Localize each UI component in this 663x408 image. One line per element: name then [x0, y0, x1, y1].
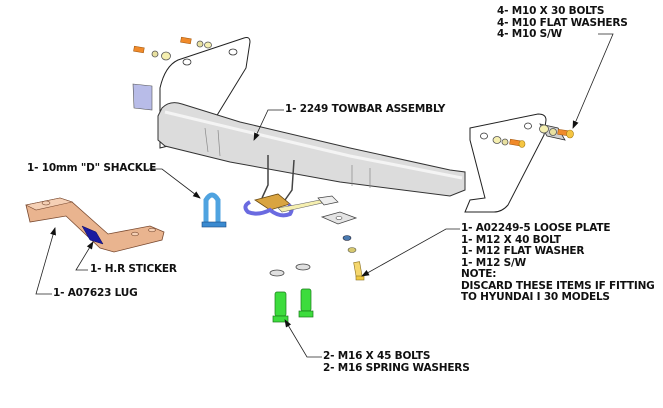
callout-line: 1- M12 FLAT WASHER — [461, 245, 585, 257]
crossbar-highlight — [164, 110, 463, 180]
callout-hr-sticker: 1- H.R STICKER — [90, 263, 177, 276]
d-shackle — [203, 192, 221, 224]
bracket-hole — [228, 48, 238, 56]
callout-line: 1- 10mm "D" SHACKLE — [27, 162, 157, 174]
callout-line: 4- M10 X 30 BOLTS — [497, 5, 605, 17]
leader-loose-plate — [361, 228, 460, 277]
callout-note-text: DISCARD THESE ITEMS IF FITTING — [461, 279, 655, 292]
m16-bolt — [300, 288, 312, 312]
m12-flat-washer — [347, 247, 357, 253]
m12-bolt-head — [355, 275, 365, 281]
lug-hole — [41, 200, 51, 206]
m10-bolt-head — [518, 140, 526, 148]
m16-spring-washer — [269, 269, 285, 277]
m10-bolt — [180, 36, 192, 45]
callout-note-label: NOTE: — [461, 268, 497, 280]
m10-spring-washer — [151, 50, 159, 58]
callout-line: 2- M16 X 45 BOLTS — [323, 350, 431, 362]
m10-spring-washer — [196, 40, 204, 48]
loose-plate-slot — [335, 216, 343, 220]
lug-hole — [131, 231, 139, 237]
leader-shackle — [149, 168, 201, 199]
m10-flat-washer — [539, 124, 549, 134]
lug-hole — [148, 227, 156, 233]
m16-bolt-head — [272, 315, 289, 323]
m10-spring-washer — [501, 138, 509, 146]
callout-m10-bolts: 4- M10 X 30 BOLTS 4- M10 FLAT WASHERS 4-… — [497, 5, 628, 41]
callout-line: 4- M10 S/W — [497, 28, 563, 40]
leader-m10-bolts — [572, 33, 614, 129]
lavender-sticker — [132, 83, 153, 111]
leader-m16-bolts — [284, 319, 322, 358]
callout-line: 1- A02249-5 LOOSE PLATE — [461, 222, 611, 234]
callout-note-text: TO HYUNDAI I 30 MODELS — [461, 291, 610, 303]
bracket-hole — [480, 132, 488, 140]
callout-line: 1- H.R STICKER — [90, 263, 177, 275]
callout-loose-plate: 1- A02249-5 LOOSE PLATE 1- M12 X 40 BOLT… — [461, 222, 655, 304]
leader-hr-sticker — [75, 241, 94, 271]
callout-line: 1- A07623 LUG — [53, 287, 138, 299]
leader-lug — [35, 227, 56, 295]
bracket-tab — [317, 195, 339, 206]
callout-shackle: 1- 10mm "D" SHACKLE — [27, 162, 157, 175]
hitch-leg — [261, 155, 269, 199]
right-mounting-bracket — [464, 113, 547, 213]
bracket-hole — [182, 58, 192, 66]
crossbar-seam — [217, 129, 221, 157]
m10-flat-washer — [204, 41, 212, 49]
crossbar-seam — [204, 127, 209, 153]
callout-towbar-assembly: 1- 2249 TOWBAR ASSEMBLY — [285, 103, 446, 116]
shackle-pin — [201, 221, 227, 228]
callout-m16-bolts: 2- M16 X 45 BOLTS 2- M16 SPRING WASHERS — [323, 350, 470, 374]
m10-spring-washer — [549, 128, 557, 136]
m10-flat-washer — [492, 136, 502, 144]
safety-chain — [243, 200, 294, 218]
callout-line: 4- M10 FLAT WASHERS — [497, 16, 628, 29]
m16-spring-washer — [295, 263, 311, 271]
m16-bolt — [274, 291, 287, 317]
callout-line: 1- M12 S/W — [461, 256, 527, 269]
m16-bolt-head — [298, 310, 314, 318]
hitch-leg — [284, 159, 295, 201]
callout-line: 2- M16 SPRING WASHERS — [323, 361, 470, 374]
m10-bolt-head — [566, 129, 574, 139]
m10-flat-washer — [161, 51, 171, 61]
towbar-crossbar — [157, 102, 466, 197]
bracket-hole — [524, 122, 532, 130]
callout-line: 1- M12 X 40 BOLT — [461, 233, 561, 246]
hr-sticker-graphic — [81, 225, 104, 245]
leader-towbar-assembly — [253, 109, 284, 141]
callout-lug: 1- A07623 LUG — [53, 287, 138, 300]
m10-bolt — [133, 45, 145, 54]
callout-line: 1- 2249 TOWBAR ASSEMBLY — [285, 103, 446, 115]
m12-spring-washer — [342, 235, 352, 241]
